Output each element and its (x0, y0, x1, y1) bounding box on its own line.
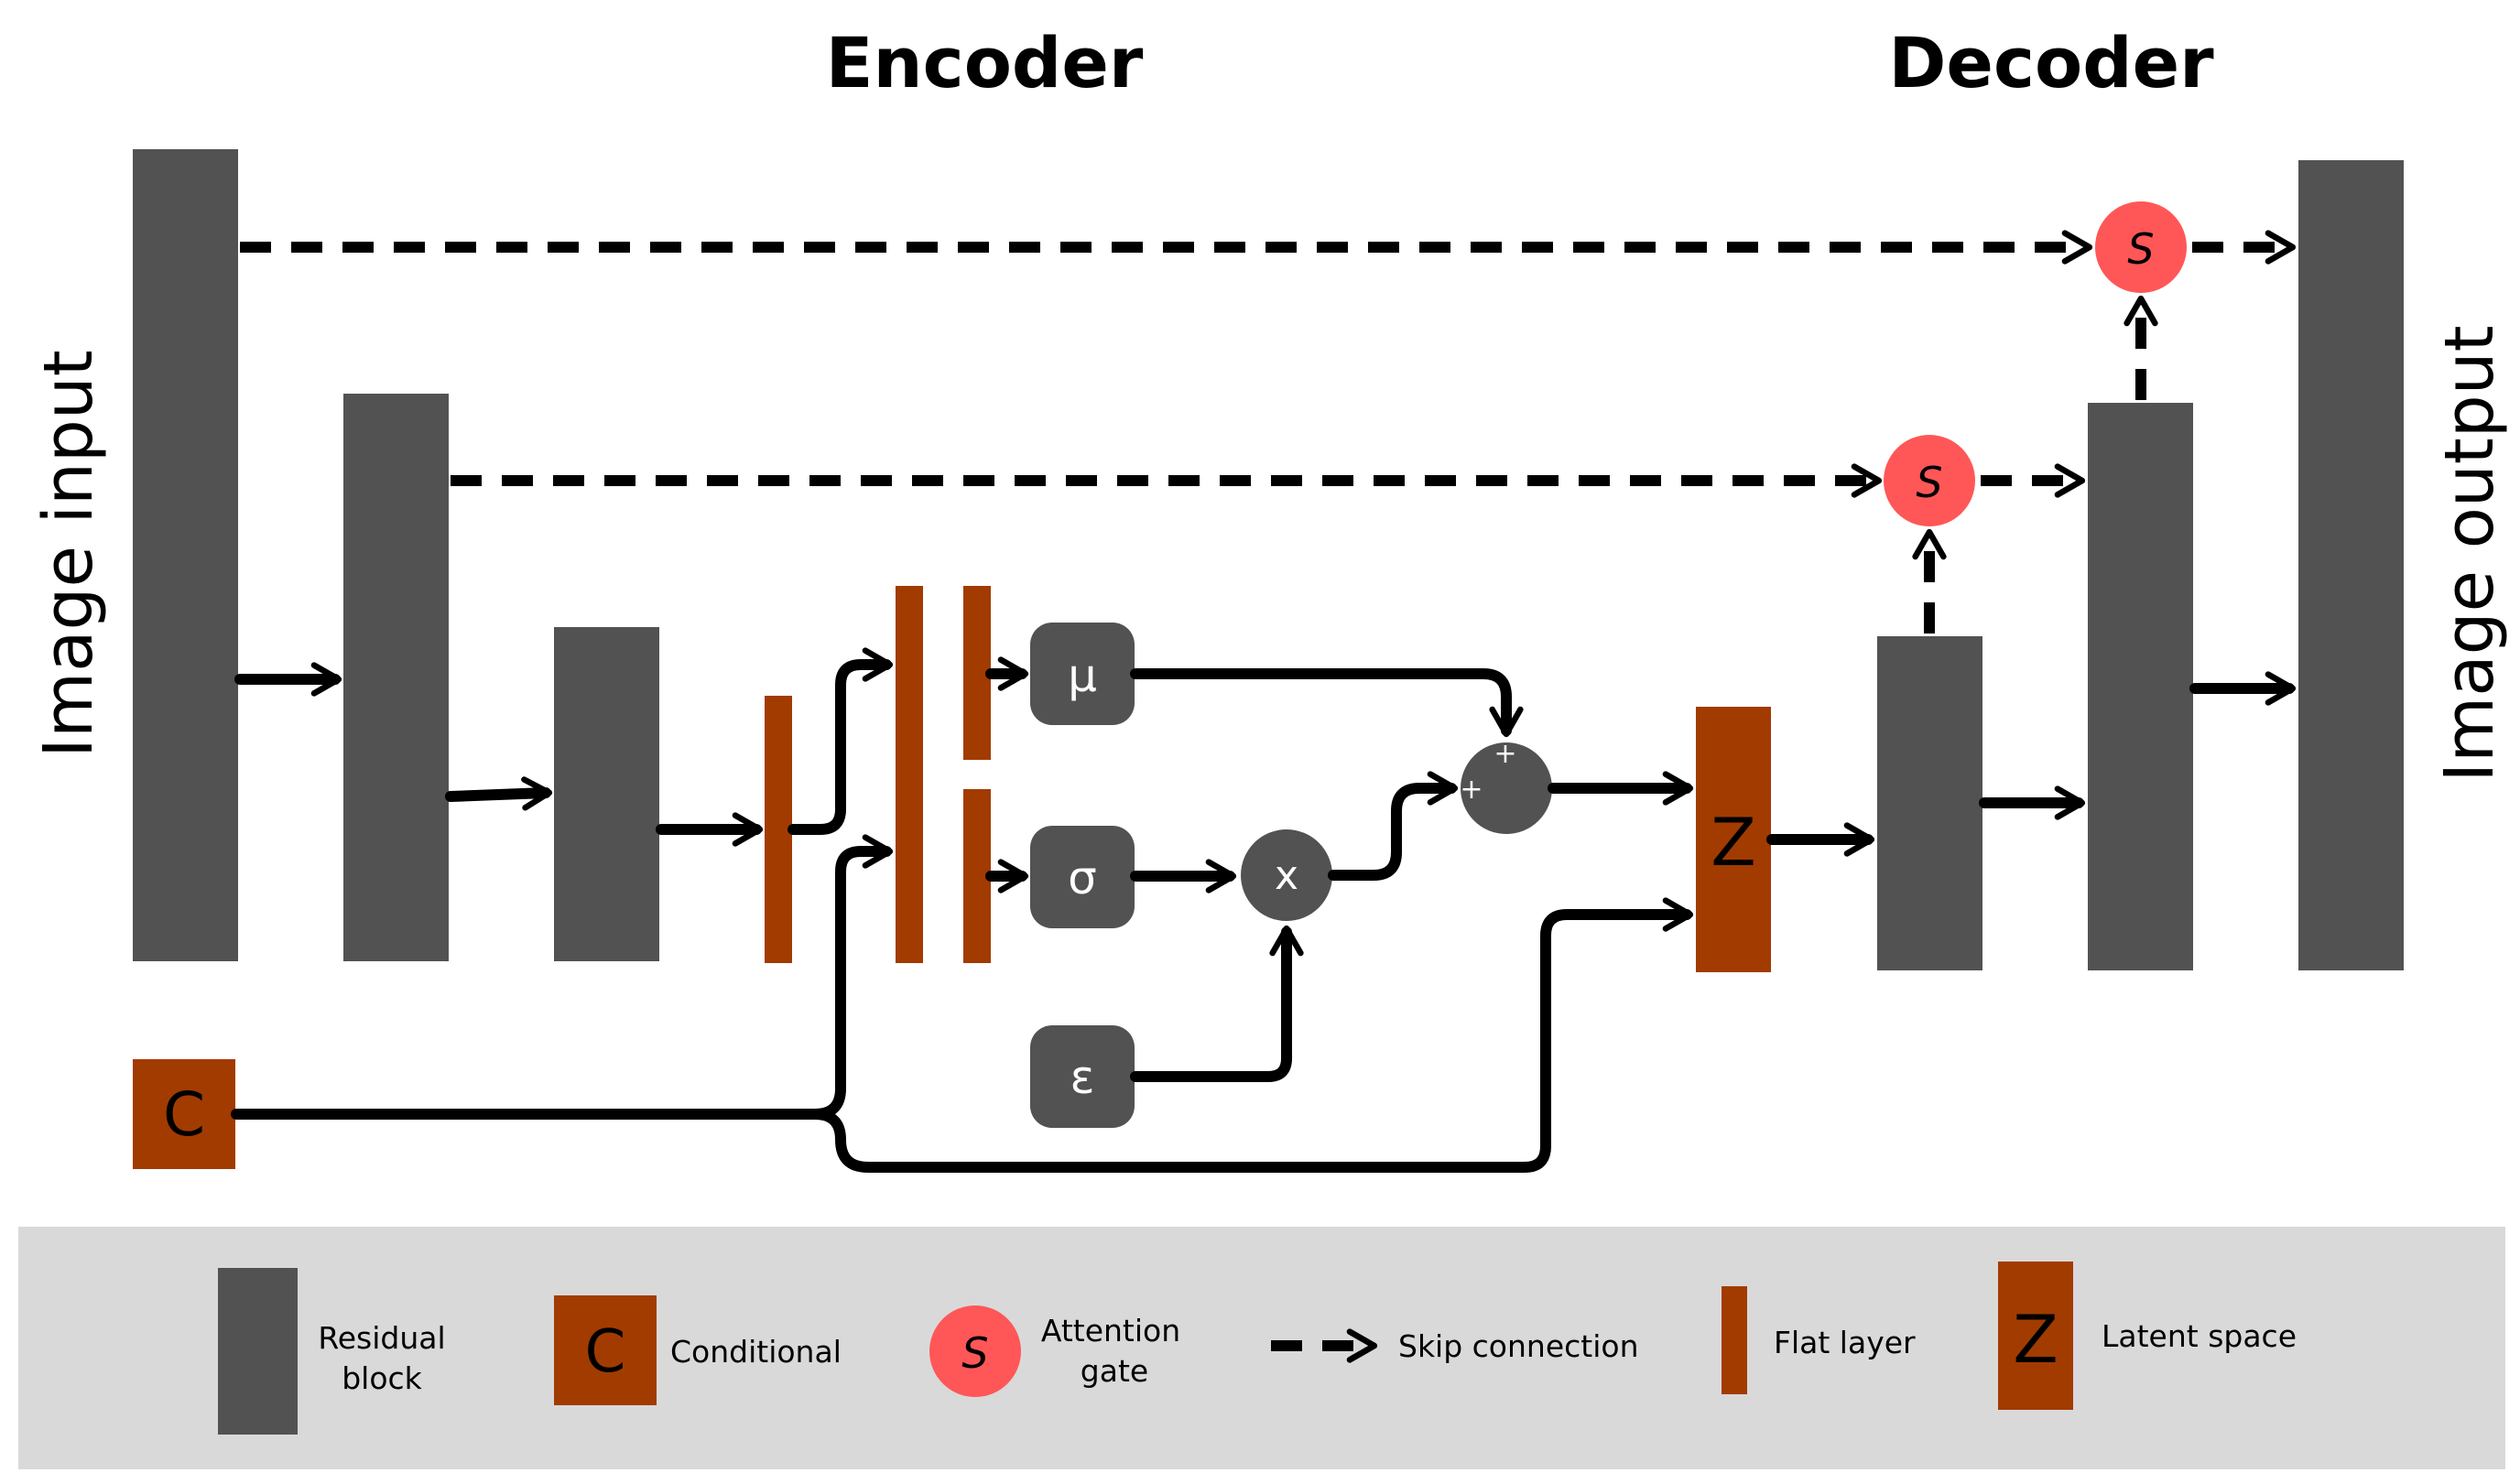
legend-attention-swatch (929, 1305, 1021, 1397)
attention-gate-2-symbol: S (2127, 224, 2154, 274)
latent-symbol: Z (1711, 804, 1755, 881)
decoder-residual-block-1 (1877, 636, 1982, 970)
legend-conditional-swatch (554, 1295, 657, 1405)
sigma-node (1030, 826, 1135, 928)
legend-flat-swatch (1722, 1286, 1747, 1394)
attention-gate-1 (1884, 435, 1975, 526)
encoder-residual-block-1 (133, 149, 238, 961)
legend-background (18, 1227, 2505, 1469)
flow-multiply-to-sum (1328, 771, 1459, 881)
encoder-residual-block-2 (343, 394, 449, 961)
encoder-residual-block-3 (554, 627, 659, 961)
legend-residual-swatch (218, 1268, 298, 1435)
image-input-label: Image input (29, 350, 108, 758)
flow-mu-to-sum (1130, 668, 1524, 738)
epsilon-node (1030, 1025, 1135, 1128)
legend-residual-label-1: Residual (318, 1320, 445, 1356)
decoder-residual-block-2 (2088, 403, 2193, 970)
image-output-label: Image output (2430, 325, 2509, 782)
legend-latent-swatch (1998, 1262, 2073, 1410)
flow-flat1-to-flat2-upper (788, 647, 894, 835)
flat-layer-2 (896, 586, 923, 963)
decoder-heading: Decoder (1888, 22, 2214, 103)
epsilon-symbol: ε (1070, 1051, 1094, 1104)
legend: Residual block C Conditional S Attention… (18, 1227, 2505, 1469)
sigma-symbol: σ (1068, 851, 1097, 904)
legend-latent-label: Latent space (2102, 1318, 2297, 1354)
legend-attention-symbol: S (961, 1328, 988, 1378)
sum-plus-left: + (1460, 774, 1483, 806)
legend-latent-symbol: Z (2013, 1301, 2058, 1378)
legend-flat-label: Flat layer (1774, 1325, 1916, 1360)
data-flow-connections (231, 647, 2297, 1173)
attention-gate-2 (2095, 201, 2187, 293)
sum-plus-top: + (1494, 738, 1516, 770)
legend-attention-label-2: gate (1081, 1353, 1148, 1389)
decoder-residual-block-3 (2298, 160, 2404, 970)
flow-block2-to-block3 (445, 776, 553, 811)
legend-residual-label-2: block (342, 1360, 422, 1396)
encoder-heading: Encoder (826, 22, 1144, 103)
multiply-node (1241, 829, 1332, 921)
flow-conditional-to-latent (809, 897, 1694, 1173)
mu-node (1030, 623, 1135, 725)
conditional-symbol: C (163, 1079, 205, 1150)
conditional-block (133, 1059, 235, 1169)
skip-connections (240, 230, 2297, 634)
legend-skip-label: Skip connection (1398, 1328, 1639, 1364)
mu-symbol: μ (1068, 649, 1097, 702)
sum-node (1461, 742, 1552, 834)
attention-gate-1-symbol: S (1916, 458, 1942, 507)
flow-epsilon-to-multiply (1130, 925, 1304, 1082)
legend-conditional-symbol: C (585, 1318, 626, 1386)
legend-conditional-label: Conditional (670, 1334, 842, 1370)
multiply-symbol: x (1275, 852, 1298, 899)
latent-space-block (1696, 707, 1771, 972)
legend-attention-label-1: Attention (1041, 1313, 1180, 1348)
